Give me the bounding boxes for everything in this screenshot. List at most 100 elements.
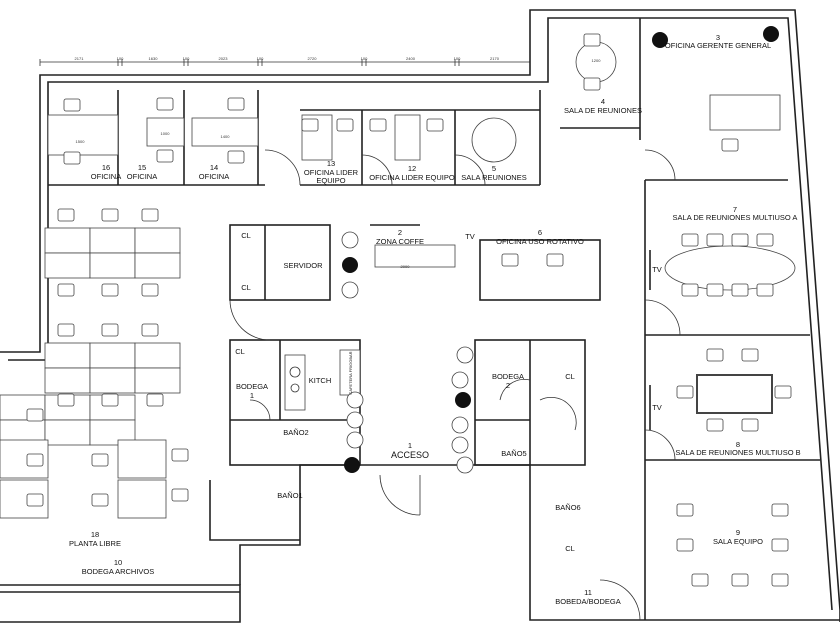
workstation-desk	[134, 367, 181, 394]
room-name: BAÑO2	[283, 428, 308, 437]
room-name: BAÑO1	[277, 491, 302, 500]
chair-icon	[546, 253, 564, 267]
core-walls	[229, 224, 651, 516]
closet-label: CL	[235, 347, 245, 356]
workstation-desk	[134, 342, 181, 369]
workstation-desk	[44, 342, 91, 369]
stool-icon	[346, 411, 364, 429]
room-number: 13	[327, 159, 335, 168]
workstation-desk	[89, 252, 136, 279]
workstation-desk	[44, 419, 91, 446]
chair-icon	[706, 348, 724, 362]
workstation-desk	[134, 252, 181, 279]
chair-icon	[227, 150, 245, 164]
closet-label: CL	[565, 372, 575, 381]
chair-icon	[691, 573, 709, 587]
desk	[709, 94, 781, 131]
chair-icon	[501, 253, 519, 267]
chair-icon	[63, 98, 81, 112]
chair-icon	[706, 233, 724, 247]
chair-icon	[141, 208, 159, 222]
desk	[146, 117, 185, 147]
workstation-desk	[117, 479, 167, 519]
chair-icon	[426, 118, 444, 132]
room-number: 8	[736, 440, 740, 449]
tv-label: TV	[465, 232, 475, 241]
room-name: OFICINA LIDER EQUIPO	[369, 173, 455, 182]
plant-icon	[652, 32, 668, 48]
room-number: 15	[138, 163, 146, 172]
room-name: OFICINA	[199, 172, 229, 181]
closet-label: CL	[241, 231, 251, 240]
chair-icon	[741, 418, 759, 432]
dim-value: 2400	[406, 56, 416, 61]
stool-icon	[451, 436, 469, 454]
room-name: OFICINA	[127, 172, 157, 181]
room-name: SALA REUNIONES	[461, 173, 526, 182]
dim-value: 100	[454, 56, 461, 61]
room-name: SALA DE REUNIONES MULTIUSO A	[673, 213, 798, 222]
room-name: SERVIDOR	[283, 261, 323, 270]
dim-label: 1000	[161, 131, 171, 136]
room-name: EQUIPO	[316, 176, 345, 185]
room-name: ZONA COFFE	[376, 237, 424, 246]
dim-label: 2000	[401, 264, 411, 269]
dim-value: 100	[117, 56, 124, 61]
chair-icon	[91, 493, 109, 507]
chair-icon	[101, 208, 119, 222]
chair-icon	[156, 97, 174, 111]
chair-icon	[26, 408, 44, 422]
room-number: 4	[601, 97, 605, 106]
room-number: 5	[492, 164, 496, 173]
dim-value: 100	[257, 56, 264, 61]
room-number: 3	[716, 33, 720, 42]
round-table	[471, 117, 517, 163]
right-room-walls	[599, 180, 820, 621]
dim-label: 1400	[221, 134, 231, 139]
stool-icon	[341, 281, 359, 299]
room-number: 6	[538, 228, 542, 237]
stool-icon	[456, 456, 474, 474]
dim-value: 2720	[308, 56, 318, 61]
workstation-desk	[89, 227, 136, 254]
chair-icon	[681, 283, 699, 297]
chair-icon	[101, 323, 119, 337]
room-name: BODEGA	[492, 372, 524, 381]
chair-icon	[101, 393, 119, 407]
room-name: SALA DE REUNIONES MULTIUSO B	[675, 448, 800, 457]
chair-icon	[301, 118, 319, 132]
chair-icon	[26, 453, 44, 467]
chair-icon	[583, 33, 601, 47]
dim-label: 1200	[592, 58, 602, 63]
plant-icon	[455, 392, 471, 408]
stool-icon	[451, 371, 469, 389]
chair-icon	[774, 385, 792, 399]
dim-value: 2023	[219, 56, 229, 61]
stool-icon	[456, 346, 474, 364]
room-name: BODEGA	[236, 382, 268, 391]
chair-icon	[706, 283, 724, 297]
desk	[47, 114, 119, 156]
chair-icon	[676, 538, 694, 552]
oval-table	[664, 245, 796, 291]
room-name: PLANTA LIBRE	[69, 539, 121, 548]
chair-icon	[141, 283, 159, 297]
room-number: 16	[102, 163, 110, 172]
room-name: OFICINA GERENTE GENERAL	[665, 41, 771, 50]
dim-value: 2171	[75, 56, 85, 61]
chair-icon	[706, 418, 724, 432]
room-name: OFICINA USO ROTATIVO	[496, 237, 584, 246]
workstation-desk	[89, 394, 136, 421]
chair-icon	[336, 118, 354, 132]
chair-icon	[63, 151, 81, 165]
chair-icon	[731, 283, 749, 297]
tv-label: TV	[652, 403, 662, 412]
room-number: 12	[408, 164, 416, 173]
chair-icon	[741, 348, 759, 362]
chair-icon	[583, 77, 601, 91]
dim-value: 1630	[149, 56, 159, 61]
chair-icon	[171, 448, 189, 462]
room-name: OFICINA LIDER	[304, 168, 359, 177]
chair-icon	[676, 503, 694, 517]
closet-label: CL	[241, 283, 251, 292]
